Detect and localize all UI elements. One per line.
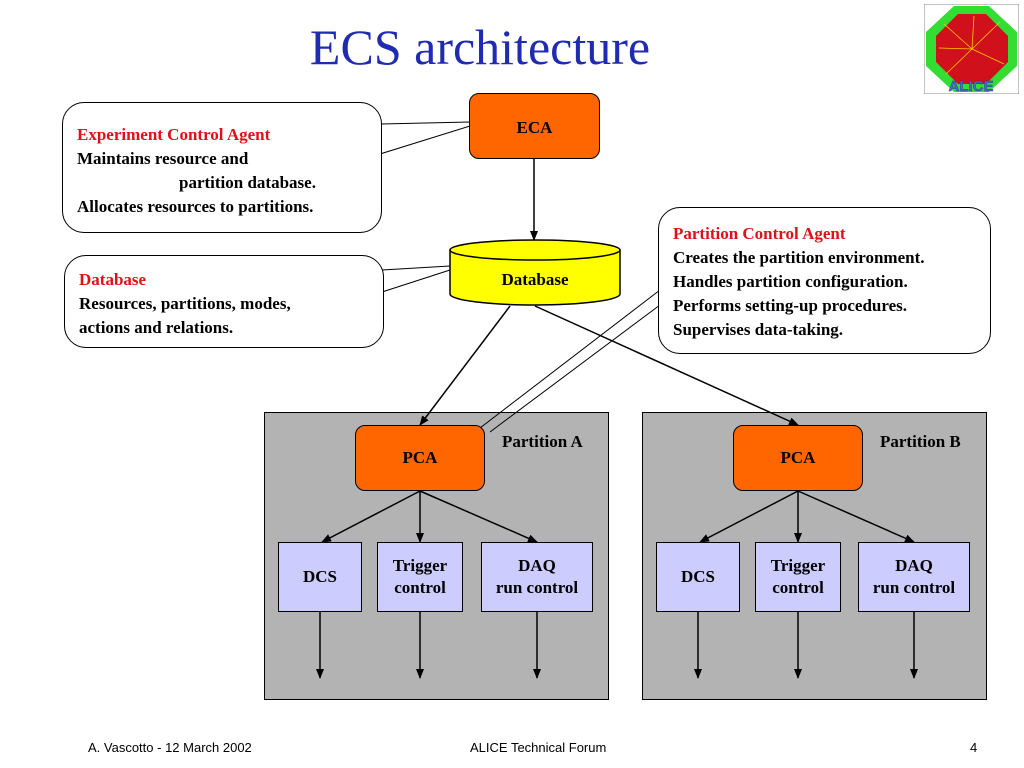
arrow-database-pca-a xyxy=(419,305,511,426)
footer-page-number: 4 xyxy=(970,740,978,755)
partition-a-label: Partition A xyxy=(502,432,583,451)
db-callout-pointer-top xyxy=(381,265,451,271)
pca-a-label: PCA xyxy=(402,448,438,467)
pca-callout-pointer-b xyxy=(489,304,661,433)
arrow-pca-b-dcs xyxy=(699,490,799,543)
footer-event: ALICE Technical Forum xyxy=(470,740,607,755)
trigger-a-label: control xyxy=(394,578,446,597)
eca-label: ECA xyxy=(516,118,553,137)
arrow-pca-a-dcs xyxy=(321,490,421,543)
daq-a-label: run control xyxy=(495,578,579,597)
arrow-database-pca-b xyxy=(534,305,799,426)
daq-b-label: run control xyxy=(872,578,956,597)
pca-b-label: PCA xyxy=(780,448,816,467)
alice-logo: ALICE xyxy=(923,3,1020,95)
database-label: Database xyxy=(501,270,569,289)
arrow-pca-b-daq xyxy=(797,490,915,543)
eca-callout-heading: Experiment Control Agent xyxy=(77,125,271,144)
daq-b-label: DAQ xyxy=(895,556,933,575)
trigger-b-label: Trigger xyxy=(770,556,826,575)
page-title: ECS architecture xyxy=(309,19,651,75)
arrow-pca-a-daq xyxy=(419,490,538,543)
trigger-b-box: Trigger control xyxy=(755,542,841,612)
trigger-a-box: Trigger control xyxy=(377,542,463,612)
pca-callout-heading: Partition Control Agent xyxy=(673,224,846,243)
trigger-b-label: control xyxy=(772,578,824,597)
eca-callout-line: Maintains resource and xyxy=(77,149,249,168)
daq-b-box: DAQ run control xyxy=(858,542,970,612)
alice-logo-icon: ALICE xyxy=(923,3,1020,95)
eca-callout-pointer-top xyxy=(379,121,471,125)
pca-callout-pointer-a xyxy=(479,289,661,429)
partition-b-label: Partition B xyxy=(880,432,961,451)
db-callout: Database Resources, partitions, modes, a… xyxy=(64,255,384,348)
dcs-a-box: DCS xyxy=(278,542,362,612)
pca-b-box: PCA xyxy=(733,425,863,491)
database-icon xyxy=(449,239,621,306)
daq-a-box: DAQ run control xyxy=(481,542,593,612)
db-callout-line: Resources, partitions, modes, xyxy=(79,294,291,313)
footer-author-date: A. Vascotto - 12 March 2002 xyxy=(88,740,252,755)
dcs-b-box: DCS xyxy=(656,542,740,612)
dcs-b-label: DCS xyxy=(680,567,715,586)
alice-logo-text: ALICE xyxy=(949,78,994,94)
trigger-a-label: Trigger xyxy=(392,556,448,575)
pca-callout-line: Creates the partition environment. xyxy=(673,248,925,267)
eca-callout-pointer-bottom xyxy=(379,125,471,155)
pca-callout: Partition Control Agent Creates the part… xyxy=(658,207,991,354)
eca-callout-line: Allocates resources to partitions. xyxy=(77,197,314,216)
eca-callout: Experiment Control Agent Maintains resou… xyxy=(62,102,382,233)
eca-box: ECA xyxy=(469,93,600,159)
db-callout-line: actions and relations. xyxy=(79,318,234,337)
pca-callout-line: Handles partition configuration. xyxy=(673,272,908,291)
db-callout-pointer-bottom xyxy=(381,269,451,293)
daq-a-label: DAQ xyxy=(518,556,556,575)
database-cylinder: Database xyxy=(448,238,622,308)
db-callout-heading: Database xyxy=(79,270,147,289)
eca-callout-line: partition database. xyxy=(179,173,316,192)
pca-callout-line: Supervises data-taking. xyxy=(673,320,844,339)
pca-a-box: PCA xyxy=(355,425,485,491)
pca-callout-line: Performs setting-up procedures. xyxy=(673,296,908,315)
dcs-a-label: DCS xyxy=(302,567,337,586)
